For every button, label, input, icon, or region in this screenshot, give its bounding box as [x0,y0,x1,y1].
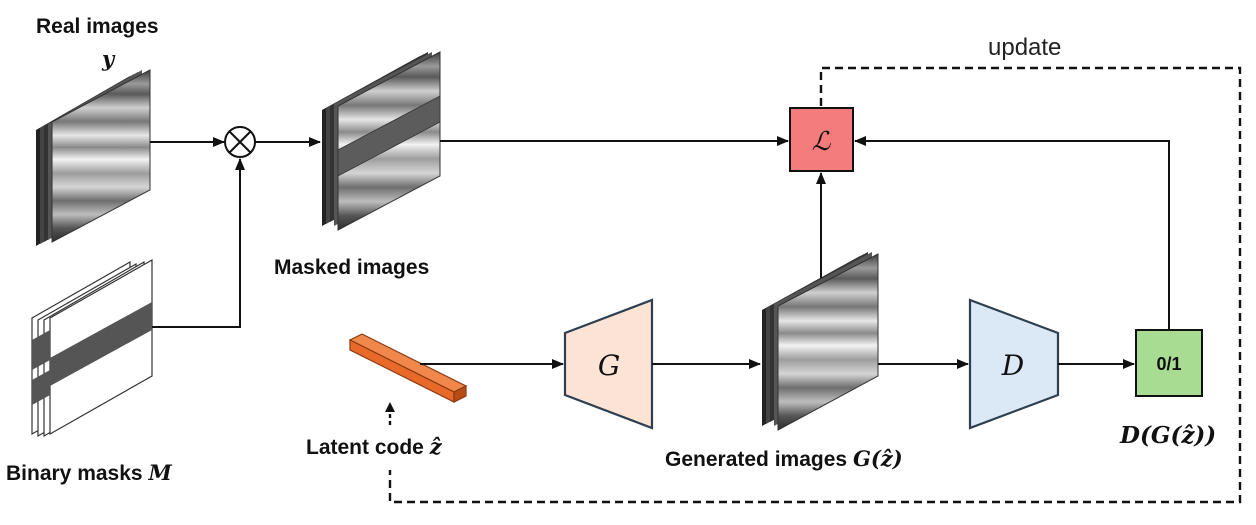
real-images-symbol: y [102,46,115,71]
generated-images-text: Generated images [665,448,848,471]
latent-code-bar [348,333,468,403]
real-images-label: Real images [36,15,159,38]
generator-block: G [563,298,654,430]
multiply-node [224,126,256,158]
arrow-output-to-loss [854,136,1170,330]
binary-masks-stack [31,258,153,438]
output-box: 0/1 [1135,329,1203,397]
arrow-mask-to-multiply [152,158,245,328]
latent-code-symbol: ẑ [429,434,442,459]
discriminator-output-label: D(G(ẑ)) [1120,422,1217,449]
loss-box: ℒ [789,107,854,172]
latent-code-label: Latent code ẑ [306,436,442,458]
discriminator-symbol: D [1001,349,1024,382]
masked-images-label: Masked images [274,256,430,279]
binary-masks-symbol: M [148,460,172,485]
discriminator-block: D [968,298,1060,430]
output-symbol: 0/1 [1156,354,1181,374]
latent-code-text: Latent code [306,436,424,459]
masked-images-stack [322,51,441,231]
generated-images-stack [762,252,879,431]
connections [150,136,1170,369]
binary-masks-text: Binary masks [6,462,143,485]
generated-images-symbol: G(ẑ) [852,446,903,471]
loss-symbol: ℒ [812,127,832,157]
update-arrowhead [385,402,395,412]
real-images-stack [36,69,151,246]
update-label: update [988,34,1062,61]
binary-masks-label: Binary masks M [6,462,172,484]
generator-symbol: G [598,349,620,382]
update-loop [388,66,1242,504]
generated-images-label: Generated images G(ẑ) [665,448,903,470]
